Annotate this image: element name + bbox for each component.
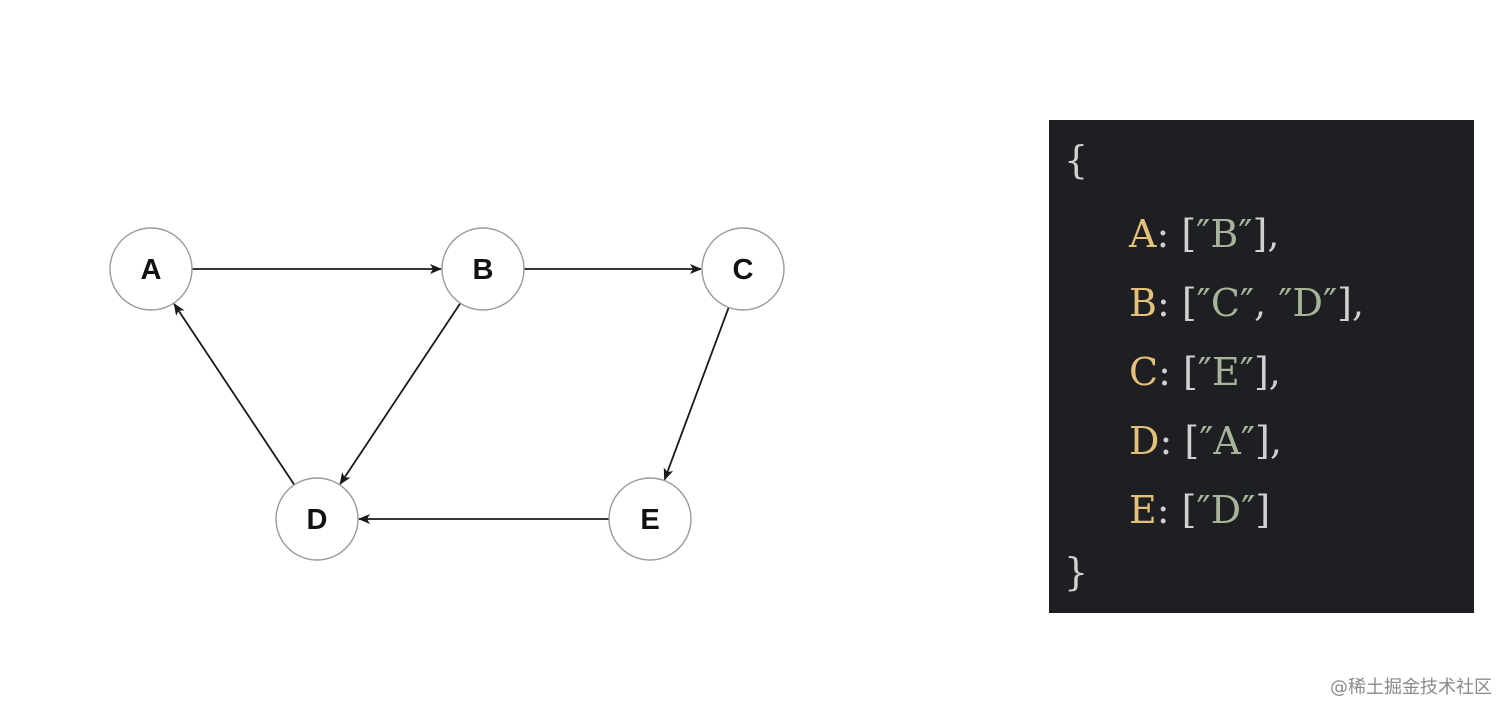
code-string: ″A″	[1199, 419, 1256, 463]
code-string: ″D″	[1196, 488, 1256, 532]
code-close-bracket: ]	[1337, 281, 1352, 325]
node-circle	[275, 477, 359, 561]
code-string: ″C″	[1196, 281, 1255, 325]
code-string: ″D″	[1278, 281, 1338, 325]
code-open-brace: {	[1064, 138, 1089, 182]
code-close-bracket: ]	[1253, 350, 1269, 394]
code-line-b: B: [″C″, ″D″],	[1129, 281, 1364, 326]
watermark: @稀土掘金技术社区	[1330, 677, 1492, 698]
code-close-bracket: ]	[1252, 212, 1268, 256]
code-separator: :	[1156, 488, 1182, 532]
node-label: C	[733, 254, 754, 286]
code-trailing-comma: ,	[1267, 212, 1280, 256]
node-circle	[608, 477, 692, 561]
edge-layer	[173, 264, 730, 524]
node-label: B	[473, 254, 494, 286]
code-separator: :	[1156, 281, 1182, 325]
code-open-bracket: [	[1184, 419, 1200, 463]
code-open-bracket: [	[1181, 281, 1197, 325]
edge-b-to-d	[339, 302, 462, 485]
node-d: D	[275, 477, 359, 561]
code-separator: :	[1156, 212, 1182, 256]
code-key: D	[1129, 419, 1160, 463]
code-trailing-comma: ,	[1351, 281, 1365, 325]
edge-c-to-e	[663, 307, 730, 481]
code-close-bracket: ]	[1255, 488, 1271, 532]
node-circle	[701, 227, 785, 311]
code-trailing-comma: ,	[1268, 350, 1281, 394]
code-string: ″E″	[1197, 350, 1254, 394]
code-separator: :	[1158, 350, 1183, 394]
code-open-bracket: [	[1181, 212, 1197, 256]
code-comma: ,	[1254, 281, 1279, 325]
code-string: ″B″	[1196, 212, 1253, 256]
node-b: B	[441, 227, 525, 311]
code-separator: :	[1159, 419, 1185, 463]
edge-d-to-a	[173, 303, 296, 486]
node-c: C	[701, 227, 785, 311]
node-label: A	[141, 254, 162, 286]
node-label: D	[307, 504, 328, 536]
node-e: E	[608, 477, 692, 561]
code-open-bracket: [	[1181, 488, 1197, 532]
code-key: A	[1129, 212, 1157, 256]
node-layer: A B C D E	[109, 227, 785, 561]
code-line-e: E: [″D″]	[1129, 488, 1270, 533]
node-circle	[441, 227, 525, 311]
node-label: E	[640, 504, 659, 536]
node-a: A	[109, 227, 193, 311]
node-circle	[109, 227, 193, 311]
code-line-d: D: [″A″],	[1129, 419, 1282, 464]
code-trailing-comma: ,	[1269, 419, 1282, 463]
code-key: C	[1129, 350, 1159, 394]
directed-graph: A B C D E	[109, 227, 785, 561]
code-line-c: C: [″E″],	[1129, 350, 1281, 395]
code-close-brace: }	[1064, 550, 1089, 594]
code-key: B	[1129, 281, 1157, 325]
adjacency-list-code-panel: { A: [″B″],B: [″C″, ″D″],C: [″E″],D: [″A…	[1049, 120, 1474, 613]
code-close-bracket: ]	[1255, 419, 1270, 463]
code-key: E	[1129, 488, 1157, 532]
code-line-a: A: [″B″],	[1129, 212, 1279, 257]
code-open-bracket: [	[1182, 350, 1198, 394]
